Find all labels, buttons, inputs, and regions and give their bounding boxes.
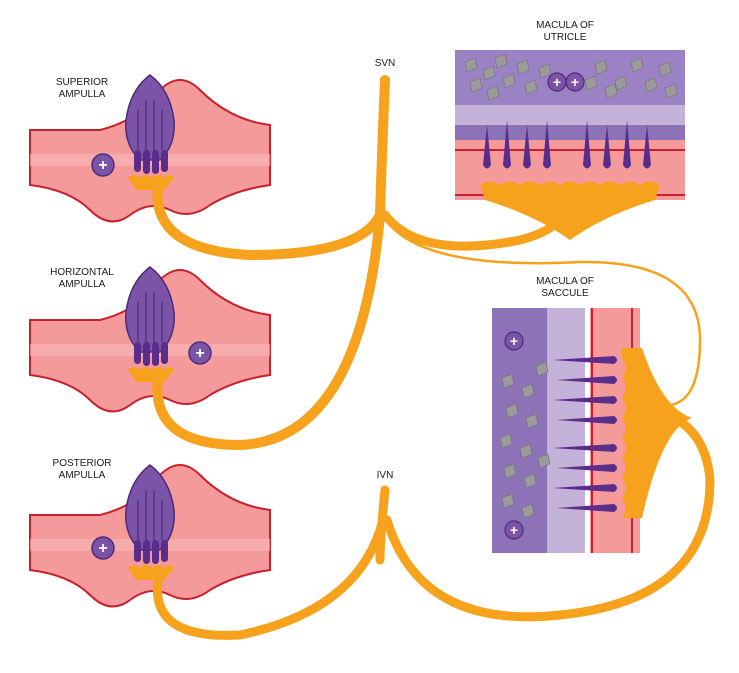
posterior-ampulla: + — [30, 465, 270, 606]
label-macula-saccule-1: MACULA OF — [536, 276, 594, 287]
superior-ampulla: + — [30, 80, 270, 221]
plus-sign: + — [510, 333, 518, 349]
plus-sign: + — [98, 540, 107, 557]
plus-icon — [504, 331, 524, 351]
plus-icon — [565, 72, 585, 92]
plus-sign: + — [510, 522, 518, 538]
plus-sign: + — [553, 74, 561, 90]
macula-utricle: + + — [455, 50, 685, 240]
label-superior-ampulla-1: SUPERIOR — [56, 77, 108, 88]
label-macula-utricle-2: UTRICLE — [544, 32, 587, 43]
label-svn: SVN — [375, 58, 396, 69]
plus-icon — [188, 341, 212, 365]
plus-icon — [91, 536, 115, 560]
label-horizontal-ampulla-1: HORIZONTAL — [50, 267, 114, 278]
label-posterior-ampulla-1: POSTERIOR — [53, 458, 112, 469]
nerve-root-svn — [380, 78, 390, 90]
plus-sign: + — [195, 345, 204, 362]
plus-sign: + — [98, 157, 107, 174]
plus-sign: + — [571, 74, 579, 90]
label-macula-utricle-1: MACULA OF — [536, 20, 594, 31]
plus-icon — [504, 520, 524, 540]
label-horizontal-ampulla-2: AMPULLA — [59, 279, 106, 290]
label-superior-ampulla-2: AMPULLA — [59, 89, 106, 100]
diagram-labels: SUPERIOR AMPULLA HORIZONTAL AMPULLA POST… — [50, 20, 594, 481]
plus-icon — [91, 153, 115, 177]
label-macula-saccule-2: SACCULE — [541, 288, 589, 299]
horizontal-ampulla: + — [30, 270, 270, 411]
label-ivn: IVN — [377, 470, 394, 481]
label-posterior-ampulla-2: AMPULLA — [59, 470, 106, 481]
macula-saccule: + + — [492, 308, 692, 553]
